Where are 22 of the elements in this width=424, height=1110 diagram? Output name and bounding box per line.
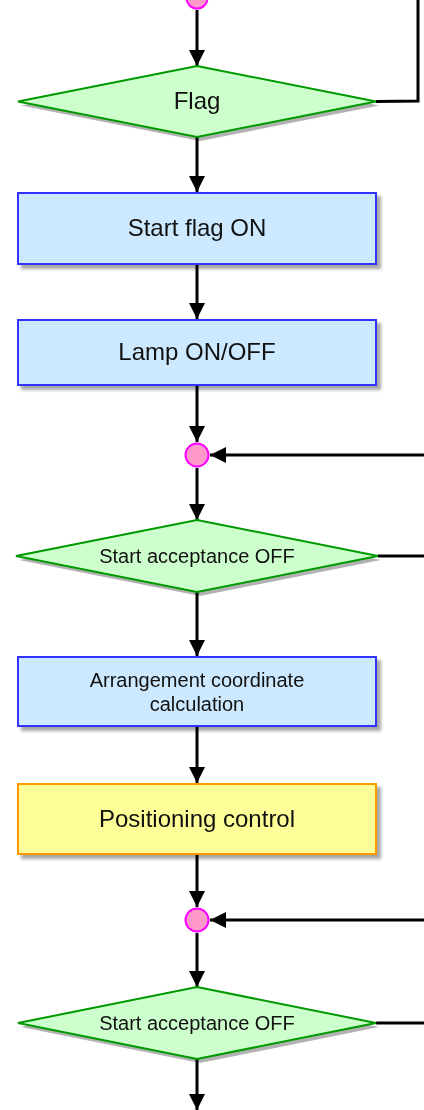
connector-circle (184, 907, 210, 933)
arrow (210, 912, 424, 928)
step-text: Positioning control (98, 804, 296, 834)
arrow (189, 1059, 205, 1110)
process-box (17, 783, 377, 855)
process-box (17, 192, 377, 265)
arrow (189, 265, 205, 319)
arrow (189, 727, 205, 783)
step-text: Start flag ON (127, 214, 267, 243)
arrow (210, 447, 424, 463)
arrow (189, 386, 205, 442)
process-box (17, 319, 377, 386)
step-text: Arrangement coordinate calculation (88, 667, 306, 716)
process-box (17, 656, 377, 727)
connector-circle (184, 442, 210, 468)
arrow (189, 933, 205, 987)
arrow (189, 10, 205, 66)
arrow (189, 137, 205, 192)
arrow (189, 468, 205, 520)
arrow (189, 855, 205, 907)
arrow (189, 592, 205, 656)
step-text: Lamp ON/OFF (118, 338, 276, 367)
